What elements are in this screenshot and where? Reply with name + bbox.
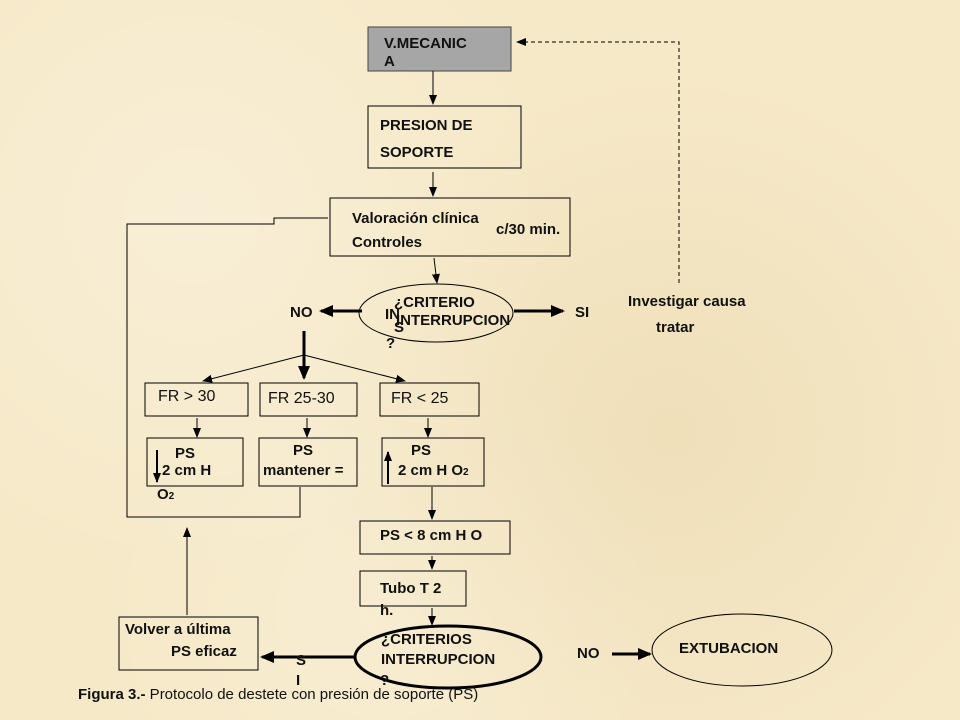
- ps-keep-title: PS: [293, 442, 314, 459]
- fr-mid-label: FR 25-30: [268, 390, 335, 407]
- ps-up-value: 2 cm H O2: [398, 462, 469, 479]
- investigar-label: Investigar causa tratar: [628, 293, 746, 336]
- arrow-valoracion-criterio: [431, 257, 440, 284]
- ps-low-label: PS < 8 cm H O: [380, 527, 483, 544]
- fr-high-box: [144, 382, 249, 417]
- criterio2-no-label: NO: [577, 645, 600, 662]
- criterio1-end: ?: [386, 335, 396, 352]
- criterio2-ellipse: [353, 624, 543, 690]
- criterio1-in: IN: [385, 306, 400, 323]
- criterio1-no-label: NO: [290, 304, 313, 321]
- fr-low-box: [379, 382, 480, 417]
- criterio1-si-label: SI: [575, 304, 590, 321]
- vmecanica-box: [367, 26, 512, 72]
- fr-mid-box: [259, 382, 358, 417]
- ps-down-unit: O2: [157, 486, 175, 503]
- criterio2-end: ?: [380, 672, 390, 689]
- ps-down-title: PS: [175, 445, 196, 462]
- criterio1-s: S: [394, 319, 405, 336]
- criterio1-q: ¿CRITERIO: [394, 294, 475, 311]
- criterio1-ellipse: [358, 283, 514, 343]
- ps-keep-value: mantener =: [263, 462, 344, 479]
- caption-text: Protocolo de destete con presión de sopo…: [145, 686, 479, 703]
- ps-keep-box: [258, 437, 358, 487]
- ps-low-box: [359, 520, 511, 555]
- ps-down-value: 2 cm H: [162, 462, 212, 479]
- investigar-return-line: [516, 38, 680, 283]
- ps-up-box: [381, 437, 485, 487]
- volver-box: [118, 616, 259, 671]
- valoracion-interval: c/30 min.: [496, 221, 561, 238]
- caption-label: Figura 3.-: [78, 686, 146, 703]
- extubacion-ellipse: [651, 613, 833, 687]
- volver-label: Volver a última PS eficaz: [125, 621, 237, 660]
- arrow-to-fr-low: [303, 354, 406, 383]
- criterio2-line2: INTERRUPCION: [381, 651, 496, 668]
- valoracion-box: [329, 197, 571, 257]
- arrow-to-fr-high: [202, 354, 305, 383]
- tubo-box: [359, 570, 467, 607]
- extubacion-label: EXTUBACION: [679, 640, 779, 657]
- ps-up-title: PS: [411, 442, 432, 459]
- figure-caption: Figura 3.- Protocolo de destete con pres…: [78, 686, 478, 703]
- ps-down-box: [146, 437, 244, 487]
- fr-low-label: FR < 25: [391, 390, 449, 407]
- loop-feedback-line: [126, 217, 328, 518]
- presion-box: [367, 105, 522, 169]
- criterio2-q: ¿CRITERIOS: [381, 631, 472, 648]
- fr-high-label: FR > 30: [158, 388, 216, 405]
- criterio1-line2: INTERRUPCION: [396, 312, 511, 329]
